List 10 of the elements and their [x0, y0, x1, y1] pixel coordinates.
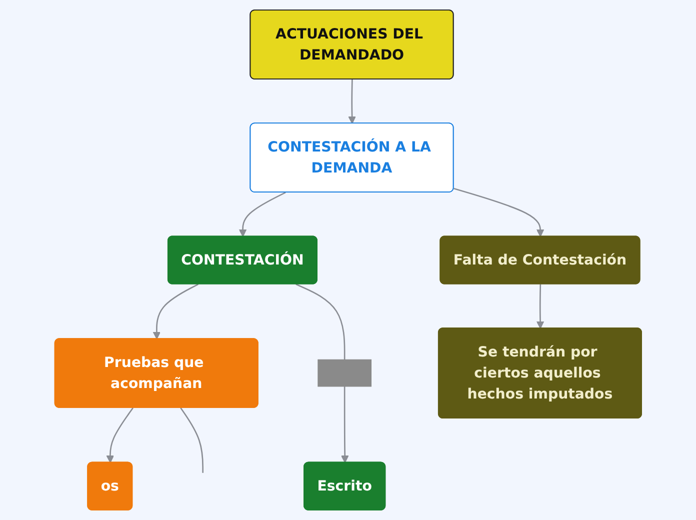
arrow [536, 284, 544, 329]
arrow [152, 284, 198, 340]
arrow [340, 386, 349, 464]
arrow [106, 408, 134, 464]
connector [180, 408, 204, 473]
node-box [317, 359, 372, 387]
connector [296, 284, 346, 360]
arrow [453, 188, 544, 237]
arrow [238, 192, 286, 237]
arrow [348, 79, 356, 124]
